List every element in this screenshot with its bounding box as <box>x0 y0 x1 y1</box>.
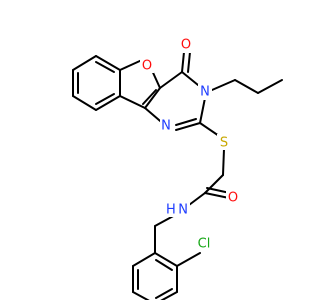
sulfur-label: S <box>220 136 228 151</box>
nitrogen-atom-n3: N <box>198 84 212 100</box>
nitrogen-label-n3: N <box>200 85 210 100</box>
chlorine-label: Cl <box>198 237 211 252</box>
oxygen-atom-carbonyl-top: O <box>178 37 192 53</box>
atom-labels: O O N N S O H <box>140 37 240 252</box>
chlorine-atom: Cl <box>193 235 215 252</box>
oxygen-label-carbonyl-top: O <box>181 38 191 53</box>
nitrogen-label-amide: H N <box>166 203 188 218</box>
nitrogen-atom-n1: N <box>160 118 174 134</box>
oxygen-atom-furan: O <box>140 57 154 74</box>
oxygen-label-amide: O <box>228 191 238 206</box>
molecule-structure: O O N N S O H <box>72 37 283 300</box>
oxygen-label-furan: O <box>142 59 152 74</box>
oxygen-atom-amide: O <box>226 190 240 206</box>
molecule-canvas: O O N N S O H <box>72 37 283 300</box>
sulfur-atom: S <box>217 134 231 151</box>
nitrogen-atom-amide: H N <box>165 201 190 218</box>
nitrogen-label-n1: N <box>161 119 171 134</box>
bonds <box>72 51 283 300</box>
